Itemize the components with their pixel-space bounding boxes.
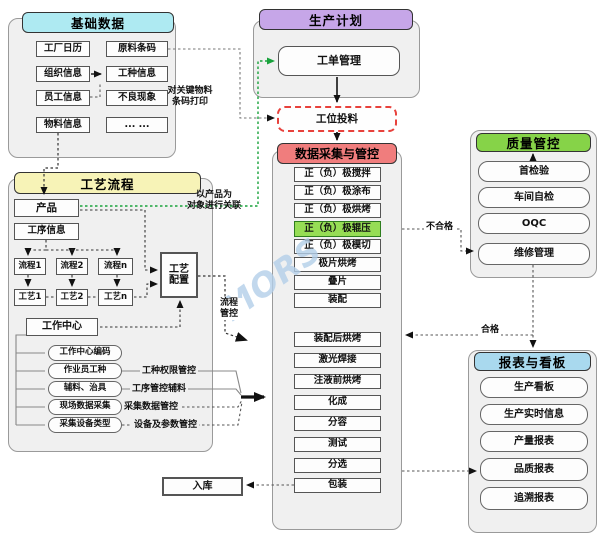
node-station-feeding: 工位投料 bbox=[277, 106, 397, 132]
label-pass: 合格 bbox=[479, 325, 502, 336]
process-flow-header: 工艺流程 bbox=[14, 172, 201, 194]
node-repair-mgmt: 维修管理 bbox=[478, 243, 590, 265]
node-worktype-info: 工种信息 bbox=[106, 66, 168, 82]
basic-data-panel bbox=[8, 18, 176, 158]
node-work-center: 工作中心 bbox=[26, 318, 98, 336]
step-pre-injection-baking: 注液前烘烤 bbox=[294, 374, 381, 389]
step-capacity-grading: 分容 bbox=[294, 416, 381, 431]
step-roll-pressing: 正（负）极辊压 bbox=[294, 221, 381, 237]
label-worktype-permission-ctrl: 工种权限管控 bbox=[140, 366, 199, 377]
step-sorting: 分选 bbox=[294, 458, 381, 473]
step-testing: 测试 bbox=[294, 437, 381, 452]
step-post-assembly-baking: 装配后烘烤 bbox=[294, 332, 381, 347]
node-defect-info: 不良现象 bbox=[106, 90, 168, 106]
node-organization-info: 组织信息 bbox=[36, 66, 90, 82]
reports-header: 报表与看板 bbox=[474, 352, 591, 371]
node-warehouse-in: 入库 bbox=[162, 477, 243, 496]
node-craft-config: 工艺 配置 bbox=[160, 252, 198, 298]
step-laser-welding: 激光焊接 bbox=[294, 353, 381, 368]
label-product-assoc: 以产品为 对象进行关联 bbox=[186, 190, 241, 211]
node-trace-report: 追溯报表 bbox=[480, 487, 588, 510]
node-employee-info: 员工信息 bbox=[36, 90, 90, 106]
step-die-cutting: 正（负）极模切 bbox=[294, 239, 381, 254]
node-flow-1: 流程1 bbox=[14, 258, 46, 275]
basic-data-header: 基础数据 bbox=[22, 12, 174, 33]
step-packaging: 包装 bbox=[294, 478, 381, 493]
node-craft-1: 工艺1 bbox=[14, 289, 46, 306]
node-raw-material-barcode: 原料条码 bbox=[106, 41, 168, 57]
node-product: 产品 bbox=[14, 199, 79, 217]
node-quality-report: 品质报表 bbox=[480, 458, 588, 481]
node-factory-calendar: 工厂日历 bbox=[36, 41, 90, 57]
node-first-inspection: 首检验 bbox=[478, 161, 590, 182]
node-work-order-mgmt: 工单管理 bbox=[278, 46, 400, 76]
node-field-data-collect: 现场数据采集 bbox=[48, 399, 122, 415]
label-collected-data-ctrl: 采集数据管控 bbox=[122, 402, 181, 413]
production-plan-header: 生产计划 bbox=[259, 9, 413, 30]
node-more-ellipsis: ... ... bbox=[106, 117, 168, 133]
node-craft-n: 工艺n bbox=[98, 289, 133, 306]
node-work-center-code: 工作中心编码 bbox=[48, 345, 122, 361]
step-baking: 正（负）极烘烤 bbox=[294, 203, 381, 218]
node-craft-2: 工艺2 bbox=[56, 289, 88, 306]
label-barcode-print: 对关键物料 条码打印 bbox=[167, 86, 213, 107]
node-flow-n: 流程n bbox=[98, 258, 133, 275]
node-oqc: OQC bbox=[478, 213, 590, 234]
label-step-aux-ctrl: 工序管控辅料 bbox=[130, 384, 189, 395]
step-coating: 正（负）极涂布 bbox=[294, 185, 381, 200]
node-step-info: 工序信息 bbox=[14, 223, 79, 240]
step-formation: 化成 bbox=[294, 395, 381, 410]
node-production-board: 生产看板 bbox=[480, 377, 588, 398]
step-sheet-baking: 极片烘烤 bbox=[294, 257, 381, 272]
node-output-report: 产量报表 bbox=[480, 431, 588, 452]
node-flow-2: 流程2 bbox=[56, 258, 88, 275]
data-collect-header: 数据采集与管控 bbox=[277, 143, 397, 164]
step-stacking: 叠片 bbox=[294, 275, 381, 290]
label-device-param-ctrl: 设备及参数管控 bbox=[132, 420, 200, 431]
quality-header: 质量管控 bbox=[476, 133, 591, 152]
step-assembly: 装配 bbox=[294, 293, 381, 308]
node-collect-device-type: 采集设备类型 bbox=[48, 417, 122, 433]
step-mixing: 正（负）极搅拌 bbox=[294, 167, 381, 182]
node-workshop-selfcheck: 车间自检 bbox=[478, 187, 590, 208]
node-realtime-info: 生产实时信息 bbox=[480, 404, 588, 425]
label-process-control: 流程 管控 bbox=[215, 298, 243, 320]
node-material-info: 物料信息 bbox=[36, 117, 90, 133]
node-aux-material-jig: 辅料、治具 bbox=[48, 381, 122, 397]
label-fail: 不合格 bbox=[424, 222, 456, 233]
node-operator-worktype: 作业员工种 bbox=[48, 363, 122, 379]
